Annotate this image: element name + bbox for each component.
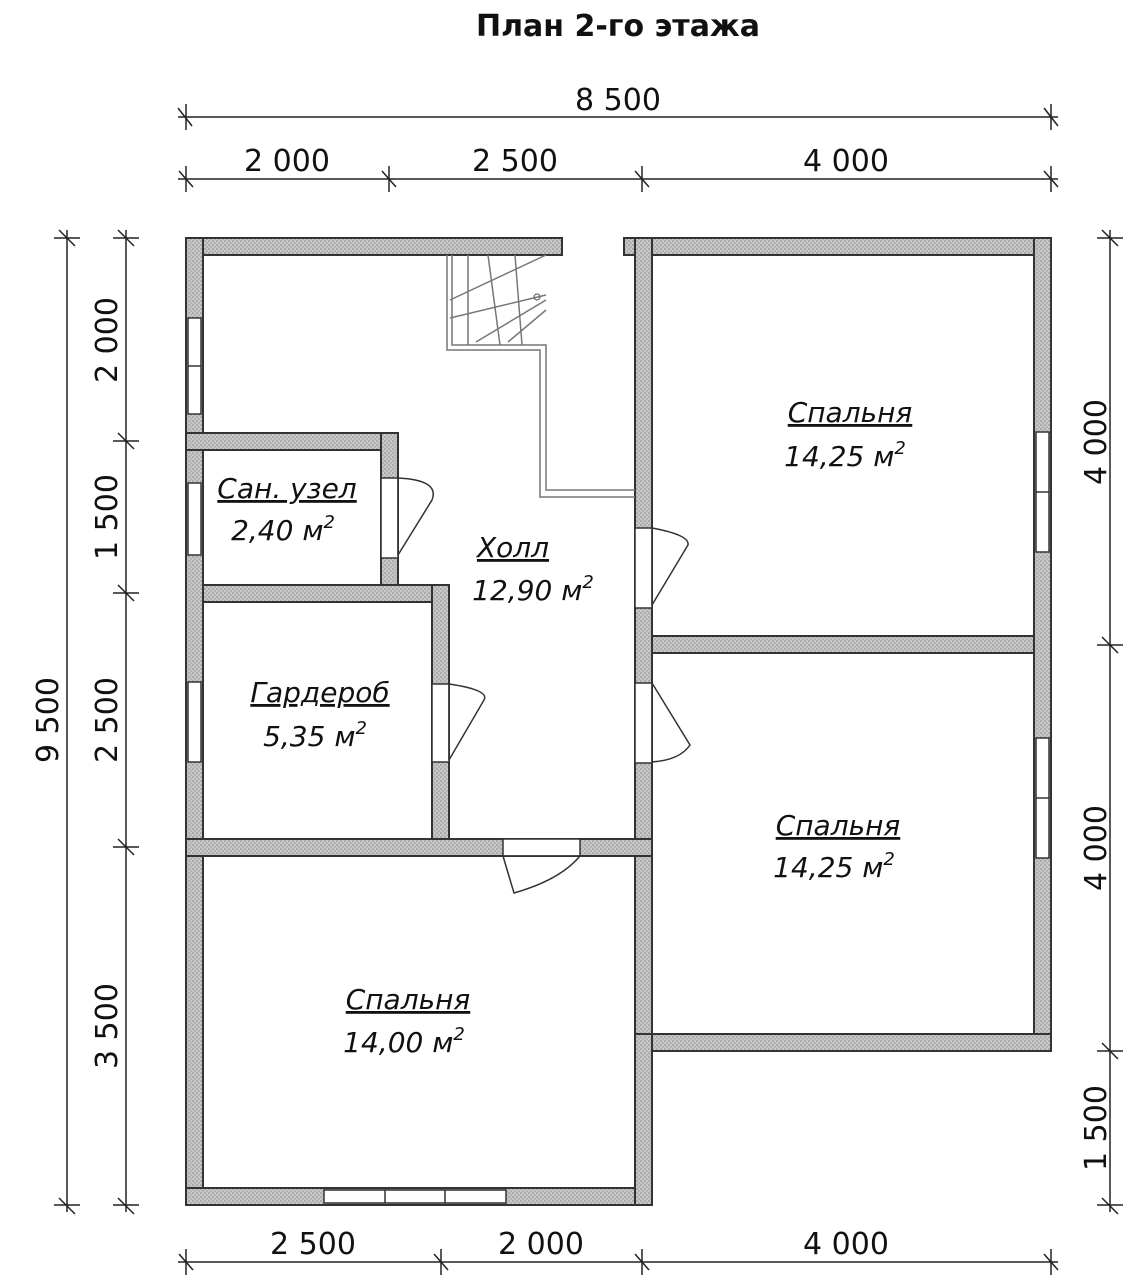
left-dimensions: 9 500 2 000 1 500 2 500 3 500 [31, 229, 139, 1215]
dim-left-seg-2: 1 500 [90, 474, 125, 560]
doors [380, 477, 691, 894]
room-hall-name: Холл [475, 531, 549, 564]
dim-bottom-seg-2: 2 000 [498, 1227, 584, 1262]
stair-outline [446, 255, 635, 498]
room-bedroom-top-right-area: 14,25 м2 [784, 438, 906, 473]
door-wardrobe-opening [431, 683, 450, 763]
door-bedroom3-icon [502, 855, 581, 894]
room-bedroom-bottom-left-area: 14,00 м2 [343, 1024, 465, 1059]
dim-left-seg-1: 2 000 [90, 297, 125, 383]
wall-bedrooms-divider [651, 635, 1035, 654]
bottom-dimensions: 2 500 2 000 4 000 [178, 1227, 1059, 1275]
door-bedroom2-opening [634, 682, 653, 764]
door-bath-opening [380, 477, 399, 559]
door-bedroom1-opening [634, 527, 653, 609]
room-bedroom-top-right: Спальня 14,25 м2 [784, 396, 912, 473]
door-bath-icon [397, 477, 434, 556]
dim-bottom-seg-1: 2 500 [270, 1227, 356, 1262]
room-bedroom-bottom-left: Спальня 14,00 м2 [343, 983, 470, 1059]
dim-right-seg-1: 4 000 [1079, 399, 1114, 485]
room-bedroom-bottom-left-name: Спальня [346, 983, 471, 1016]
top-dimensions: 8 500 2 000 2 500 4 000 [177, 83, 1059, 192]
dim-top-seg-3: 4 000 [803, 144, 889, 179]
right-dimensions: 4 000 4 000 1 500 [1079, 229, 1123, 1215]
plan-title: План 2-го этажа [476, 9, 760, 44]
dim-top-seg-1: 2 000 [244, 144, 330, 179]
dim-left-seg-3: 2 500 [90, 677, 125, 763]
room-bedroom-top-right-name: Спальня [788, 396, 913, 429]
dim-right-seg-2: 4 000 [1079, 805, 1114, 891]
wall-bedroom-top [185, 838, 653, 857]
dim-left-seg-4: 3 500 [90, 983, 125, 1069]
room-hall: Холл 12,90 м2 [472, 531, 594, 607]
window-bottom [323, 1189, 507, 1204]
dim-left-total: 9 500 [31, 677, 66, 763]
wall-top-left [185, 237, 563, 256]
window-left-3 [187, 681, 202, 763]
room-wardrobe: Гардероб 5,35 м2 [250, 676, 389, 753]
room-bedroom-mid-right: Спальня 14,25 м2 [773, 809, 900, 884]
room-wardrobe-area: 5,35 м2 [263, 718, 367, 753]
staircase [446, 254, 635, 498]
room-hall-area: 12,90 м2 [472, 572, 594, 607]
wall-wardrobe-top [202, 584, 450, 603]
door-wardrobe-icon [448, 683, 486, 761]
window-left-2 [187, 482, 202, 556]
room-wardrobe-name: Гардероб [250, 676, 389, 709]
door-bedroom2-icon [651, 682, 691, 763]
room-bathroom-name: Сан. узел [217, 472, 357, 505]
room-bedroom-mid-right-area: 14,25 м2 [773, 849, 895, 884]
wall-step-vertical [634, 1033, 653, 1206]
room-bathroom: Сан. узел 2,40 м2 [217, 472, 357, 547]
wall-right [1033, 237, 1052, 1052]
room-bedroom-mid-right-name: Спальня [776, 809, 901, 842]
dim-top-seg-2: 2 500 [472, 144, 558, 179]
door-bedroom1-icon [651, 527, 689, 606]
wall-bath-top [185, 432, 399, 451]
dim-top-total: 8 500 [575, 83, 661, 118]
dim-right-seg-3: 1 500 [1079, 1085, 1114, 1171]
windows [187, 317, 1050, 1204]
door-bedroom3-opening [502, 838, 581, 857]
wall-top-right [623, 237, 1052, 256]
dim-bottom-seg-3: 4 000 [803, 1227, 889, 1262]
wall-hall-east [634, 237, 653, 1035]
room-bathroom-area: 2,40 м2 [231, 512, 335, 547]
wall-bottom-right-step [634, 1033, 1052, 1052]
